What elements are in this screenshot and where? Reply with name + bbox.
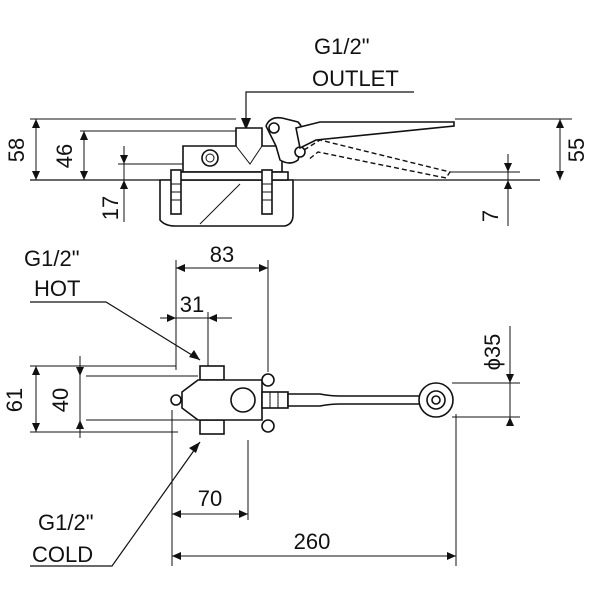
foot-lever-pressed-position [303,139,452,179]
inlet-port-inner [205,153,215,163]
dim-46: 46 [52,144,77,168]
outlet-leader-arrow [241,118,251,130]
cold-label-size: G1/2" [38,510,94,535]
hot-label-name: HOT [34,276,80,301]
outlet-circle-plan [230,387,256,413]
dim-55: 55 [564,138,589,162]
hot-leader-line [30,301,201,361]
outlet-leader-line [245,91,414,128]
dim-61: 61 [2,388,27,412]
dim-40: 40 [48,388,73,412]
cold-label-name: COLD [32,542,93,567]
dim-7: 7 [478,210,503,222]
dim-phi-35: ϕ35 [480,334,505,371]
side-view: G1/2" OUTLET 58 [4,34,589,227]
cold-inlet-fitting [199,419,225,435]
cold-leader-line [30,441,201,567]
wall-box-hatch [199,183,241,225]
outlet-label-name: OUTLET [312,66,399,91]
dim-58: 58 [4,138,29,162]
hot-leader-arrow [189,350,200,360]
valve-body-outlet-cone [235,145,263,165]
lever-shaft-plan [261,391,289,409]
foot-lever-plan [287,393,421,407]
dim-31: 31 [180,292,204,317]
mount-lug-top [261,373,275,387]
valve-body [182,127,283,173]
plan-view: G1/2" HOT G1/2" COLD [2,242,520,567]
dim-83: 83 [210,242,234,267]
dim-260: 260 [294,529,331,554]
foot-pedal-center [431,395,441,405]
lever-pivot [268,122,280,134]
hot-inlet-fitting [199,365,225,381]
cold-leader-arrow [189,442,200,453]
dim-17: 17 [98,196,123,220]
mount-lug-bottom [261,419,275,433]
wall-box [159,179,294,227]
outlet-label-size: G1/2" [314,34,370,59]
inlet-port-circle [201,149,219,167]
dim-70: 70 [198,486,222,511]
foot-lever-raised [295,121,455,150]
mount-lug-left [170,394,182,406]
hot-label-size: G1/2" [24,246,80,271]
